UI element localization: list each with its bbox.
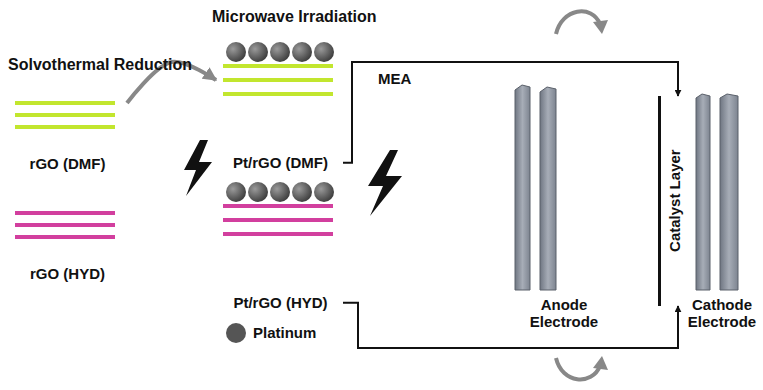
platinum-particle bbox=[314, 182, 334, 202]
graphene-layers bbox=[218, 36, 343, 106]
anode-slabs bbox=[515, 85, 556, 290]
platinum-particle bbox=[314, 42, 334, 62]
graphene-layers bbox=[218, 176, 343, 246]
graphene-sheet bbox=[223, 78, 333, 82]
platinum-particle bbox=[270, 182, 290, 202]
pt-graphene-stack: Pt/rGO (HYD) bbox=[218, 176, 343, 311]
catalyst-layer: Catalyst Layer bbox=[658, 96, 688, 306]
lightning-bolt bbox=[184, 140, 212, 196]
node-label: rGO (HYD) bbox=[10, 265, 125, 282]
platinum-particle bbox=[248, 42, 268, 62]
text-label: Cathode Electrode bbox=[684, 296, 760, 331]
platinum-particle bbox=[292, 42, 312, 62]
connector bbox=[343, 303, 678, 348]
graphene-sheet bbox=[15, 235, 115, 239]
curved-arrow bbox=[556, 11, 608, 34]
legend-text: Platinum bbox=[253, 324, 316, 341]
graphene-sheet bbox=[15, 101, 115, 105]
pt-graphene-stack: Pt/rGO (DMF) bbox=[218, 36, 343, 171]
graphene-sheet bbox=[15, 223, 115, 227]
text-label: Anode Electrode bbox=[508, 296, 620, 331]
legend-swatch bbox=[226, 323, 246, 343]
graphene-sheet bbox=[223, 64, 333, 68]
graphene-sheet bbox=[223, 92, 333, 96]
node-label: Catalyst Layer bbox=[666, 150, 683, 253]
curved-arrow bbox=[556, 356, 608, 379]
platinum-particle bbox=[292, 182, 312, 202]
node-label: Pt/rGO (DMF) bbox=[218, 154, 343, 171]
node-label: Pt/rGO (HYD) bbox=[218, 294, 343, 311]
connector bbox=[343, 62, 678, 163]
text-label: MEA bbox=[378, 70, 411, 87]
graphene-sheet bbox=[223, 204, 333, 208]
platinum-particle bbox=[248, 182, 268, 202]
lightning-bolt bbox=[368, 150, 402, 216]
graphene-stack: rGO (HYD) bbox=[10, 205, 125, 282]
graphene-layers bbox=[10, 205, 125, 245]
graphene-sheet bbox=[223, 218, 333, 222]
node-label: rGO (DMF) bbox=[10, 155, 125, 172]
graphene-layers bbox=[10, 95, 125, 135]
graphene-stack: rGO (DMF) bbox=[10, 95, 125, 172]
platinum-particle bbox=[270, 42, 290, 62]
text-label: Solvothermal Reduction bbox=[8, 56, 192, 74]
text-label: Microwave Irradiation bbox=[212, 8, 377, 26]
graphene-sheet bbox=[15, 125, 115, 129]
graphene-sheet bbox=[223, 232, 333, 236]
graphene-sheet bbox=[15, 211, 115, 215]
platinum-particle bbox=[226, 182, 246, 202]
cathode-slabs bbox=[696, 94, 738, 290]
graphene-sheet bbox=[15, 113, 115, 117]
platinum-particle bbox=[226, 42, 246, 62]
